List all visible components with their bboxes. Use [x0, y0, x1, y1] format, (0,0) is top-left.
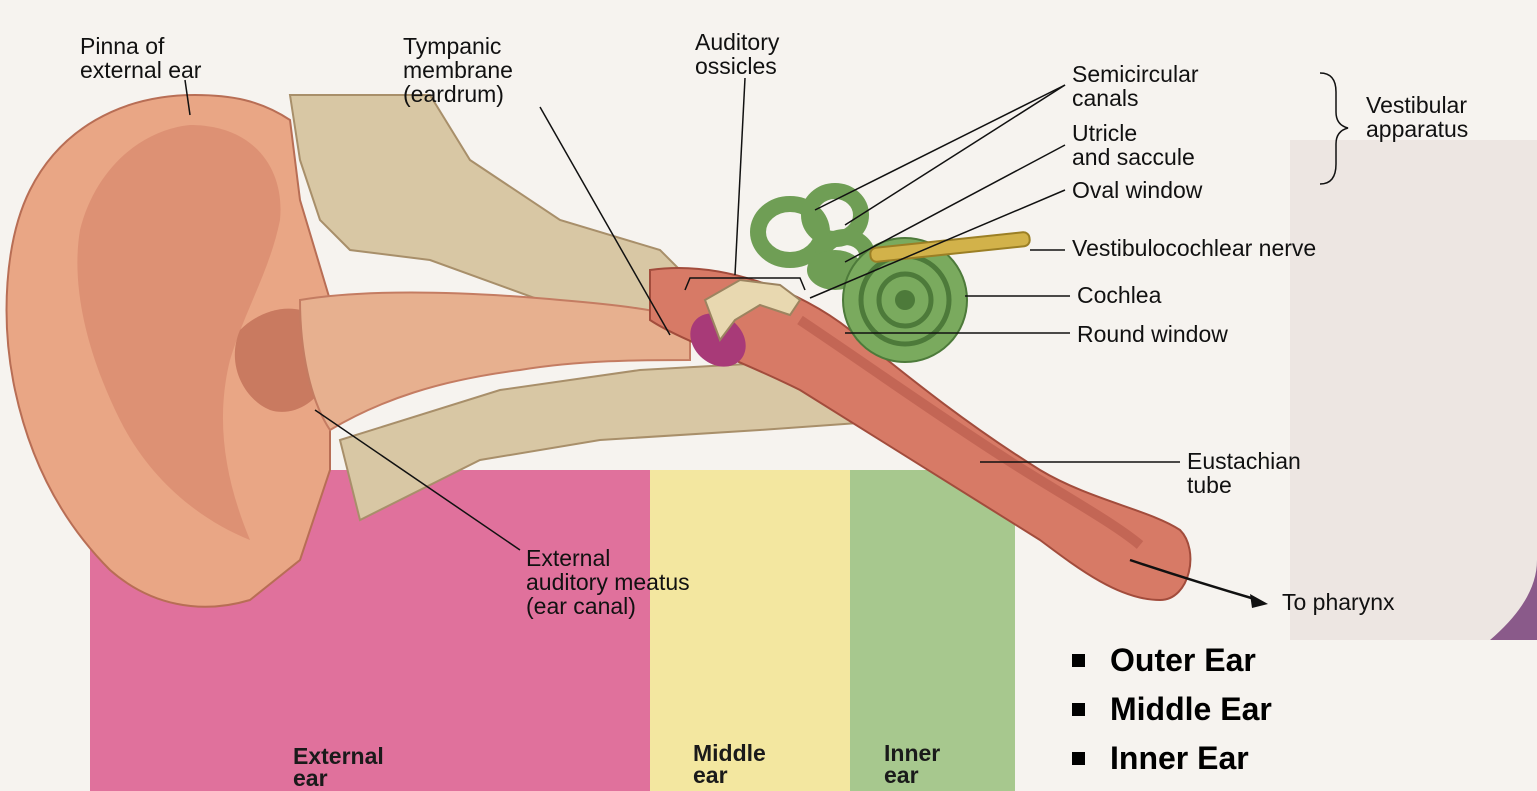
bullet-square-icon — [1072, 703, 1085, 716]
list-item: Middle Ear — [1072, 685, 1272, 734]
ear-parts-list: Outer Ear Middle Ear Inner Ear — [1072, 636, 1272, 783]
bullet-square-icon — [1072, 654, 1085, 667]
right-page-shade — [1290, 140, 1537, 640]
label-vestibulocochlear-nerve: Vestibulocochlear nerve — [1072, 236, 1316, 260]
label-cochlea: Cochlea — [1077, 283, 1161, 307]
label-round-window: Round window — [1077, 322, 1228, 346]
list-item: Inner Ear — [1072, 734, 1272, 783]
label-oval-window: Oval window — [1072, 178, 1202, 202]
label-to-pharynx: To pharynx — [1282, 590, 1395, 614]
bullet-square-icon — [1072, 752, 1085, 765]
list-item: Outer Ear — [1072, 636, 1272, 685]
